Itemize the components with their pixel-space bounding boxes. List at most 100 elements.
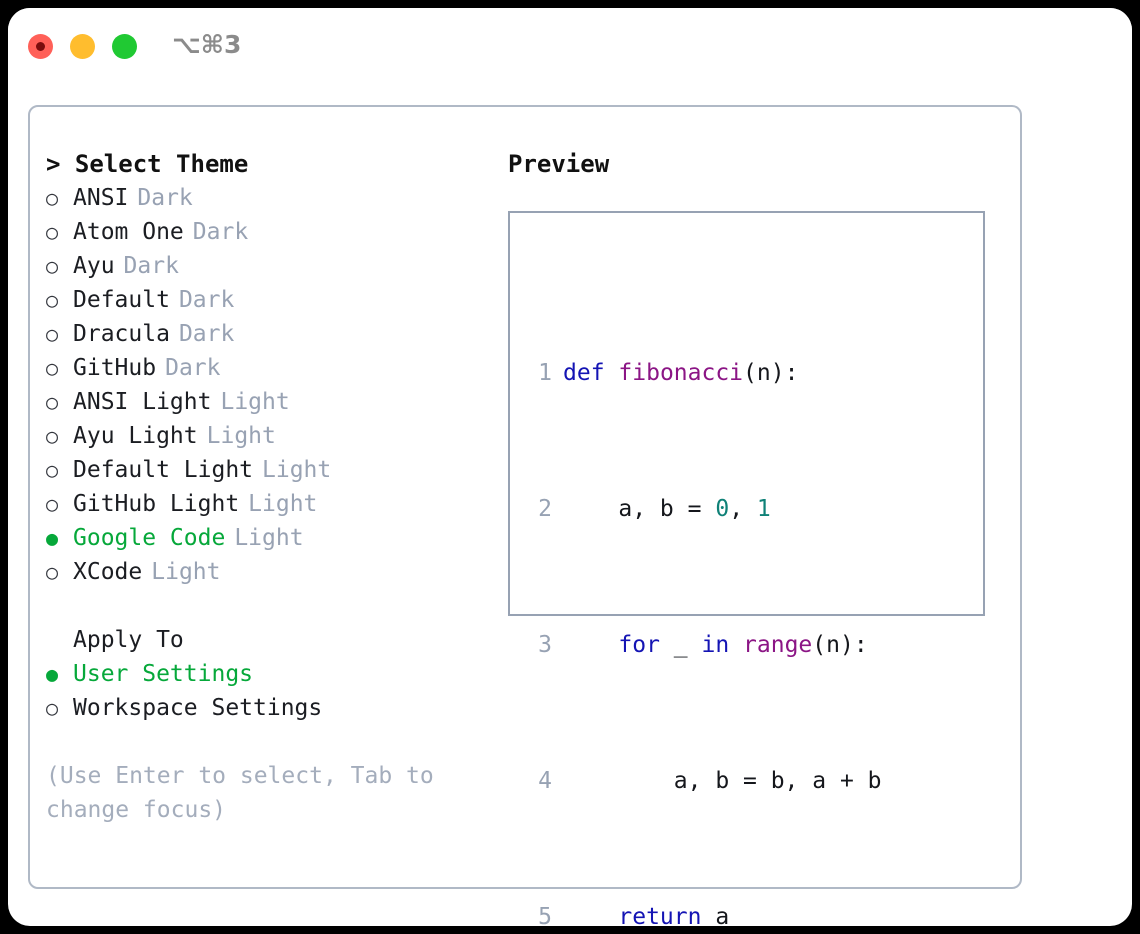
code-token-number: 0 — [715, 496, 730, 522]
apply-to-option-label: Workspace Settings — [73, 695, 323, 721]
apply-to-option-label: User Settings — [73, 661, 254, 687]
theme-option-label: Ayu Light — [73, 423, 198, 449]
radio-unselected-icon: ○ — [46, 254, 59, 278]
traffic-light-buttons — [28, 34, 137, 59]
theme-option-tag: Dark — [137, 185, 193, 211]
radio-unselected-icon: ○ — [46, 390, 59, 414]
code-token-plain: _ — [659, 632, 702, 658]
preview-column: Preview — [508, 147, 1008, 181]
code-line: 3 for _ in range(n): — [526, 628, 909, 662]
code-token-function: range — [743, 632, 813, 658]
code-token-plain: , — [729, 496, 757, 522]
radio-unselected-icon: ○ — [46, 220, 59, 244]
theme-option-label: Google Code — [73, 525, 226, 551]
theme-option-label: Default Light — [73, 457, 254, 483]
radio-selected-icon: ● — [46, 526, 59, 550]
theme-option-tag: Light — [262, 457, 332, 483]
code-line-text: return a — [563, 900, 729, 926]
code-line: 2 a, b = 0, 1 — [526, 492, 909, 526]
code-indent — [563, 632, 618, 658]
code-token-plain: a, b = — [618, 496, 716, 522]
theme-option-google-code-light[interactable]: ● Google Code Light — [46, 521, 496, 555]
zoom-button[interactable] — [112, 34, 137, 59]
theme-option-xcode-light[interactable]: ○ XCode Light — [46, 555, 496, 589]
line-number: 2 — [538, 496, 552, 522]
code-token-plain — [729, 632, 743, 658]
theme-picker-column: > Select Theme ○ ANSI Dark ○ Atom One Da… — [46, 147, 496, 827]
code-line: 4 a, b = b, a + b — [526, 764, 909, 798]
theme-option-tag: Light — [220, 389, 290, 415]
radio-selected-icon: ● — [46, 662, 59, 686]
radio-unselected-icon: ○ — [46, 492, 59, 516]
line-number: 1 — [538, 360, 552, 386]
line-number: 4 — [538, 768, 552, 794]
apply-to-option-user-settings[interactable]: ● User Settings — [46, 657, 496, 691]
theme-option-tag: Dark — [192, 219, 249, 245]
theme-option-tag: Light — [206, 423, 276, 449]
hint-spacer — [46, 725, 496, 759]
theme-option-tag: Dark — [178, 287, 235, 313]
code-line-text: def fibonacci(n): — [563, 356, 798, 390]
list-spacer — [46, 589, 496, 623]
theme-option-label: Ayu — [73, 253, 115, 279]
code-line-text: for _ in range(n): — [563, 628, 868, 662]
code-indent — [563, 768, 674, 794]
code-indent — [563, 904, 618, 926]
theme-option-list: ○ ANSI Dark ○ Atom One Dark ○ Ayu Dark ○… — [46, 181, 496, 589]
radio-unselected-icon: ○ — [46, 458, 59, 482]
theme-option-ansi-dark[interactable]: ○ ANSI Dark — [46, 181, 496, 215]
theme-option-label: GitHub — [73, 355, 157, 381]
code-line: 1 def fibonacci(n): — [526, 356, 909, 390]
code-preview: 1 def fibonacci(n): 2 a, b = 0, 1 3 for … — [526, 254, 909, 926]
apply-to-option-list: ● User Settings ○ Workspace Settings — [46, 657, 496, 725]
theme-option-label: GitHub Light — [73, 491, 240, 517]
code-token-keyword: def — [563, 360, 605, 386]
minimize-button[interactable] — [70, 34, 95, 59]
app-window: ⌥⌘3 > Select Theme ○ ANSI Dark ○ Atom On… — [8, 8, 1132, 926]
theme-option-ansi-light[interactable]: ○ ANSI Light Light — [46, 385, 496, 419]
radio-unselected-icon: ○ — [46, 356, 59, 380]
title-bar: ⌥⌘3 — [8, 8, 1132, 86]
theme-option-tag: Light — [234, 525, 304, 551]
radio-unselected-icon: ○ — [46, 696, 59, 720]
radio-unselected-icon: ○ — [46, 322, 59, 346]
radio-unselected-icon: ○ — [46, 560, 59, 584]
theme-option-github-dark[interactable]: ○ GitHub Dark — [46, 351, 496, 385]
code-token-function: fibonacci — [618, 360, 744, 386]
select-theme-heading: > Select Theme — [46, 150, 249, 178]
theme-option-ayu-dark[interactable]: ○ Ayu Dark — [46, 249, 496, 283]
theme-option-github-light[interactable]: ○ GitHub Light Light — [46, 487, 496, 521]
line-number: 3 — [538, 632, 552, 658]
theme-option-label: Dracula — [73, 321, 170, 347]
code-token-plain: a, b = b, a + b — [673, 768, 882, 794]
keyboard-hint-text: (Use Enter to select, Tab to change focu… — [46, 763, 434, 823]
theme-option-tag: Dark — [123, 253, 179, 279]
code-token-keyword: for — [618, 632, 660, 658]
theme-option-label: Atom One — [73, 219, 184, 245]
code-token-keyword: return — [618, 904, 702, 926]
theme-option-default-light[interactable]: ○ Default Light Light — [46, 453, 496, 487]
apply-to-heading: Apply To — [73, 627, 184, 653]
theme-option-tag: Light — [248, 491, 318, 517]
close-button[interactable] — [28, 34, 53, 59]
code-token-number: 1 — [756, 496, 771, 522]
theme-option-atom-one-dark[interactable]: ○ Atom One Dark — [46, 215, 496, 249]
preview-heading: Preview — [508, 150, 610, 178]
theme-option-label: ANSI Light — [73, 389, 212, 415]
theme-option-tag: Light — [151, 559, 221, 585]
code-line: 5 return a — [526, 900, 909, 926]
code-token-plain: (n): — [812, 632, 868, 658]
radio-unselected-icon: ○ — [46, 288, 59, 312]
code-indent — [563, 496, 618, 522]
radio-unselected-icon: ○ — [46, 186, 59, 210]
apply-to-option-workspace-settings[interactable]: ○ Workspace Settings — [46, 691, 496, 725]
theme-option-tag: Dark — [165, 355, 221, 381]
theme-option-default-dark[interactable]: ○ Default Dark — [46, 283, 496, 317]
theme-option-ayu-light[interactable]: ○ Ayu Light Light — [46, 419, 496, 453]
keyboard-shortcut-label: ⌥⌘3 — [172, 30, 242, 59]
theme-option-label: XCode — [73, 559, 143, 585]
theme-option-dracula-dark[interactable]: ○ Dracula Dark — [46, 317, 496, 351]
code-token-plain — [605, 360, 619, 386]
code-token-plain: (n): — [743, 360, 799, 386]
line-number: 5 — [538, 904, 552, 926]
